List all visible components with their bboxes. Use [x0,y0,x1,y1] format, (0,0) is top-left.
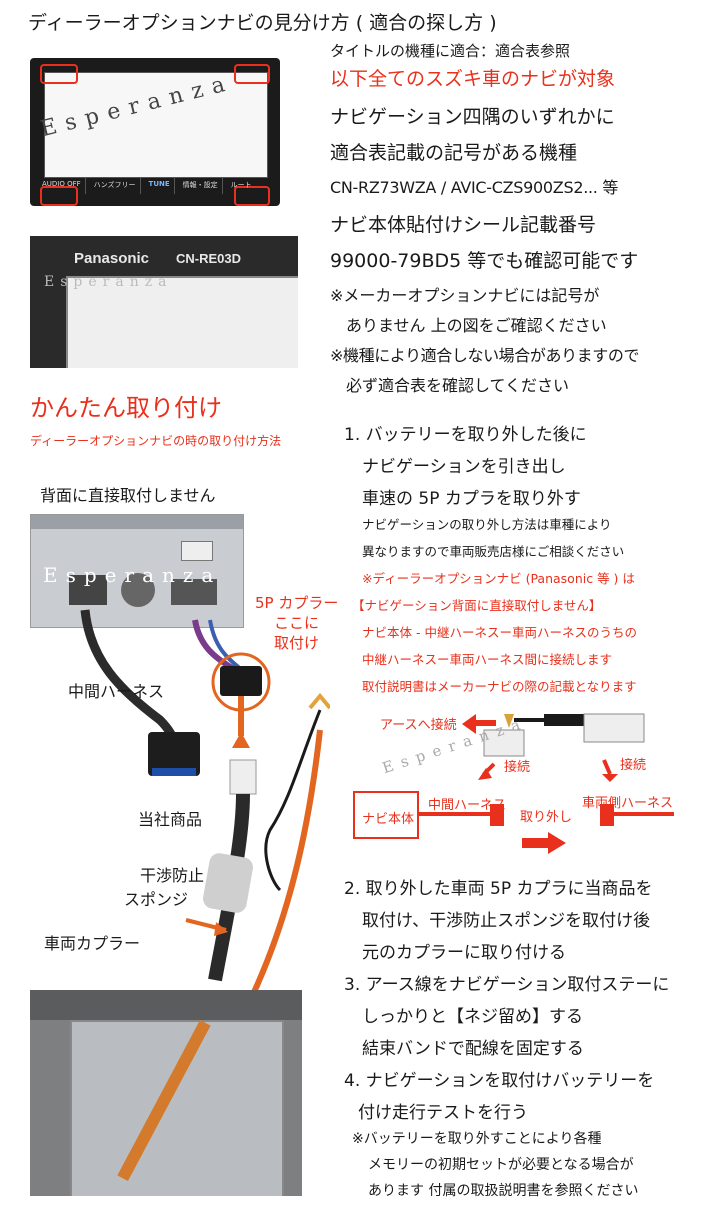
vehicle-harness-label: 車両側ハーネス [582,796,674,811]
compat-text: タイトルの機種に適合：適合表参照 以下全てのスズキ車のナビが対象 ナビゲーション… [330,40,710,402]
middle-harness-box-label: 中間ハーネス [428,798,507,813]
badge-screen [66,276,298,368]
coupler-attach-label: 取付け [274,634,320,652]
watermark: Esperanza [44,274,173,290]
step-line: 元のカプラーに取り付ける [362,943,566,963]
compat-line: 99000-79BD5 等でも確認可能です [330,250,639,272]
step-note: メモリーの初期セットが必要となる場合が [368,1157,634,1173]
step-line: 結束バンドで配線を固定する [362,1039,584,1059]
wiring-diagram: アースへ接続 接続 接続 ナビ本体 中間ハーネス 取り外し 車両側ハーネス Es… [344,700,714,860]
page-title: ディーラーオプションナビの見分け方 ( 適合の探し方 ) [28,12,497,34]
step-line: 3. アース線をナビゲーション取付ステーに [344,975,670,995]
compat-line: タイトルの機種に適合：適合表参照 [330,42,571,60]
install-subheading: ディーラーオプションナビの時の取り付け方法 [30,434,282,448]
step-line: ナビゲーションを引き出し [362,457,566,477]
connect-label: 接続 [504,760,531,775]
compat-line: CN-RZ73WZA / AVIC-CZS900ZS2... 等 [330,178,619,197]
step-line: しっかりと【ネジ留め】する [362,1007,583,1027]
step-note: あります 付属の取扱説明書を参照ください [368,1183,639,1199]
navi-button: AUDIO OFF [38,178,86,194]
step-line: 2. 取り外した車両 5P カプラに当商品を [344,879,653,899]
product-label: 当社商品 [138,810,203,829]
step-note: ナビゲーションの取り外し方法は車種により [362,517,612,532]
navi-back-photo: Esperanza [30,514,244,628]
vehicle-coupler-label: 車両カプラー [44,934,141,953]
earth-label: アースへ接続 [380,718,457,733]
compat-line: ナビ本体貼付けシール記載番号 [330,214,597,236]
navi-button-row: AUDIO OFF ハンズフリー TUNE 情報・設定 ルート [38,178,272,194]
corner-mark-tl [40,64,78,84]
corner-mark-bl [40,186,78,206]
install-photo [30,990,302,1196]
step-line: 1. バッテリーを取り外した後に [344,425,587,445]
steps-2-4: 2. 取り外した車両 5P カプラに当商品を 取付け、干渉防止スポンジを取付け後… [344,874,714,1206]
install-heading: かんたん取り付け [30,394,222,422]
navi-button: ルート [230,181,252,189]
step-note-red: 【ナビゲーション背面に直接取付しません】 [352,598,602,613]
navi-badge-photo: Panasonic CN-RE03D Esperanza [30,236,298,368]
step-line: 車速の 5P カプラを取り外す [362,489,581,509]
compat-line: 適合表記載の記号がある機種 [330,142,578,164]
step-note-red: 中継ハーネスー車両ハーネス間に接続します [362,652,613,667]
step-line: 取付け、干渉防止スポンジを取付け後 [362,911,651,931]
middle-harness-label: 中間ハーネス [68,682,165,701]
compat-line-red: 以下全てのスズキ車のナビが対象 [330,68,616,90]
step-line: 付け走行テストを行う [358,1103,528,1123]
step-1: 1. バッテリーを取り外した後に ナビゲーションを引き出し 車速の 5P カプラ… [344,420,714,703]
coupler-label: 5P カプラー [255,594,339,612]
harness-drawing [80,609,330,1000]
compat-note: ※機種により適合しない場合がありますので [330,346,640,365]
step-note-red: 取付説明書はメーカーナビの際の記載となります [362,679,637,694]
compat-note: ※メーカーオプションナビには記号が [330,286,600,305]
wiring-drawing [353,713,674,854]
rear-connector [171,579,217,605]
corner-mark-tr [234,64,270,84]
step-note: ※バッテリーを取り外すことにより各種 [352,1131,602,1147]
step-note: 異なりますので車両販売店様にご相談ください [362,544,625,559]
coupler-here-label: ここに [274,614,320,632]
sponge-label-2: スポンジ [124,890,189,909]
step-line: 4. ナビゲーションを取付けバッテリーを [344,1071,655,1091]
brand-label: Panasonic [74,250,150,267]
step-note-red: ナビ本体 - 中継ハーネスー車両ハーネスのうちの [362,625,637,640]
navi-screen-photo: AUDIO OFF ハンズフリー TUNE 情報・設定 ルート Esperanz… [30,58,280,206]
model-label: CN-RE03D [176,251,242,266]
navi-button: ハンズフリー [90,178,141,194]
sponge-label-1: 干渉防止 [140,866,205,885]
compat-note: 必ず適合表を確認してください [330,376,570,395]
rear-connector [69,575,107,605]
navi-button: 情報・設定 [179,178,223,194]
rear-fan [121,573,155,607]
connect-label: 接続 [620,758,647,773]
watermark: Esperanza [43,563,222,587]
step-note-red: ※ディーラーオプションナビ (Panasonic 等 ) は [362,571,635,586]
back-note: 背面に直接取付しません [40,486,216,505]
navi-display [44,72,268,178]
compat-line: ナビゲーション四隅のいずれかに [330,106,615,128]
remove-label: 取り外し [520,810,573,825]
navi-button: TUNE [145,178,175,194]
corner-mark-br [234,186,270,206]
compat-note: ありません 上の図をご確認ください [330,316,607,335]
navi-body-label: ナビ本体 [362,812,415,827]
